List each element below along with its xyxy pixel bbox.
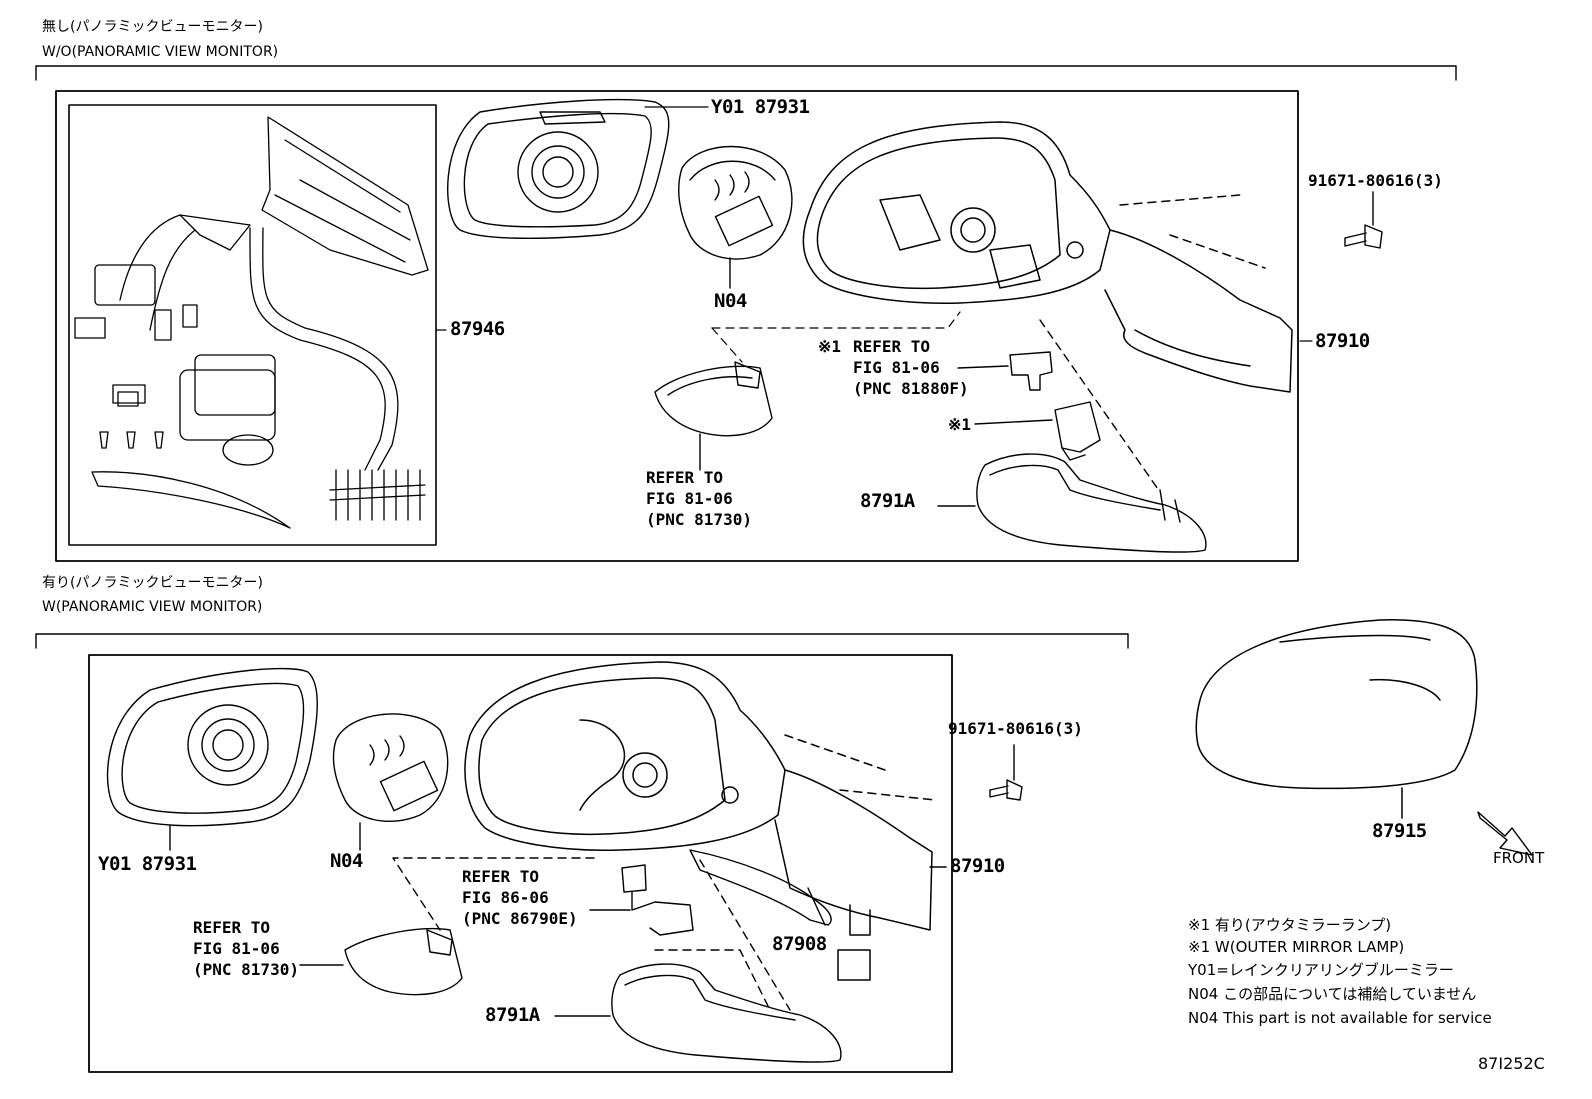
ref-fig-86-06-pnc-86790e[interactable]: REFER TO FIG 86-06 (PNC 86790E)	[462, 867, 578, 928]
note-line: ※1 有り(アウタミラーランプ)	[1188, 916, 1392, 934]
connector-top	[957, 319, 1161, 493]
lamp-87908	[689, 849, 832, 1011]
part-label-8791a-top[interactable]: 8791A	[860, 490, 915, 512]
part-label-87946[interactable]: 87946	[450, 318, 505, 340]
mirror-cover-87915	[1195, 619, 1478, 819]
mirror-glass-top	[447, 98, 670, 239]
leaders-top	[435, 106, 1313, 342]
section-title-en-with: W(PANORAMIC VIEW MONITOR)	[42, 599, 263, 615]
part-label-87908[interactable]: 87908	[772, 933, 827, 955]
side-turn-lamp-top	[654, 361, 773, 471]
mirror-actuator-top	[678, 145, 793, 289]
mirror-actuator-bottom	[332, 713, 449, 851]
harness-assy-87946	[74, 116, 429, 529]
front-arrow-icon	[1477, 811, 1533, 856]
ref-mark-1-connector: ※1	[948, 415, 972, 434]
part-label-bolt-top[interactable]: 91671-80616(3)	[1308, 171, 1443, 190]
mirror-body-bottom	[464, 661, 947, 981]
mirror-glass-bottom	[106, 667, 318, 851]
part-label-n04-bottom[interactable]: N04	[330, 850, 363, 872]
part-label-8791a-bottom[interactable]: 8791A	[485, 1004, 540, 1026]
ref-fig-81-06-pnc-81730-bottom[interactable]: REFER TO FIG 81-06 (PNC 81730)	[193, 918, 299, 979]
side-turn-lamp-bottom	[299, 928, 463, 996]
part-label-y01-87931-top[interactable]: Y01 87931	[711, 96, 810, 118]
note-line: ※1 W(OUTER MIRROR LAMP)	[1188, 938, 1405, 956]
note-line: N04 This part is not available for servi…	[1188, 1009, 1492, 1027]
figure-code: 87I252C	[1478, 1054, 1545, 1073]
bolt-top	[1344, 191, 1383, 249]
lamp-housing-bottom	[554, 949, 842, 1063]
ref-fig-81-06-pnc-81730-top[interactable]: REFER TO FIG 81-06 (PNC 81730)	[646, 468, 752, 529]
connector-bottom	[392, 857, 694, 936]
ref-fig-81-06-pnc-81880f[interactable]: REFER TO FIG 81-06 (PNC 81880F)	[853, 337, 969, 398]
section-title-jp-without: 無し(パノラミックビューモニター)	[42, 19, 263, 35]
part-label-n04-top[interactable]: N04	[714, 290, 747, 312]
bolt-bottom	[989, 744, 1023, 801]
section-title-jp-with: 有り(パノラミックビューモニター)	[42, 575, 263, 591]
part-label-bolt-bottom[interactable]: 91671-80616(3)	[948, 719, 1083, 738]
section-title-en-without: W/O(PANORAMIC VIEW MONITOR)	[42, 44, 279, 60]
note-line: N04 この部品については補給していません	[1188, 985, 1477, 1003]
part-label-87910-top[interactable]: 87910	[1315, 330, 1370, 352]
part-label-87915[interactable]: 87915	[1372, 820, 1427, 842]
part-label-87910-bottom[interactable]: 87910	[950, 855, 1005, 877]
part-label-y01-87931-bottom[interactable]: Y01 87931	[98, 853, 197, 875]
mirror-body-top	[802, 121, 1293, 393]
ref-mark-1: ※1	[818, 337, 842, 356]
lamp-housing-top	[937, 453, 1207, 553]
front-direction-label: FRONT	[1493, 849, 1545, 867]
note-line: Y01=レインクリアリングブルーミラー	[1188, 961, 1454, 979]
